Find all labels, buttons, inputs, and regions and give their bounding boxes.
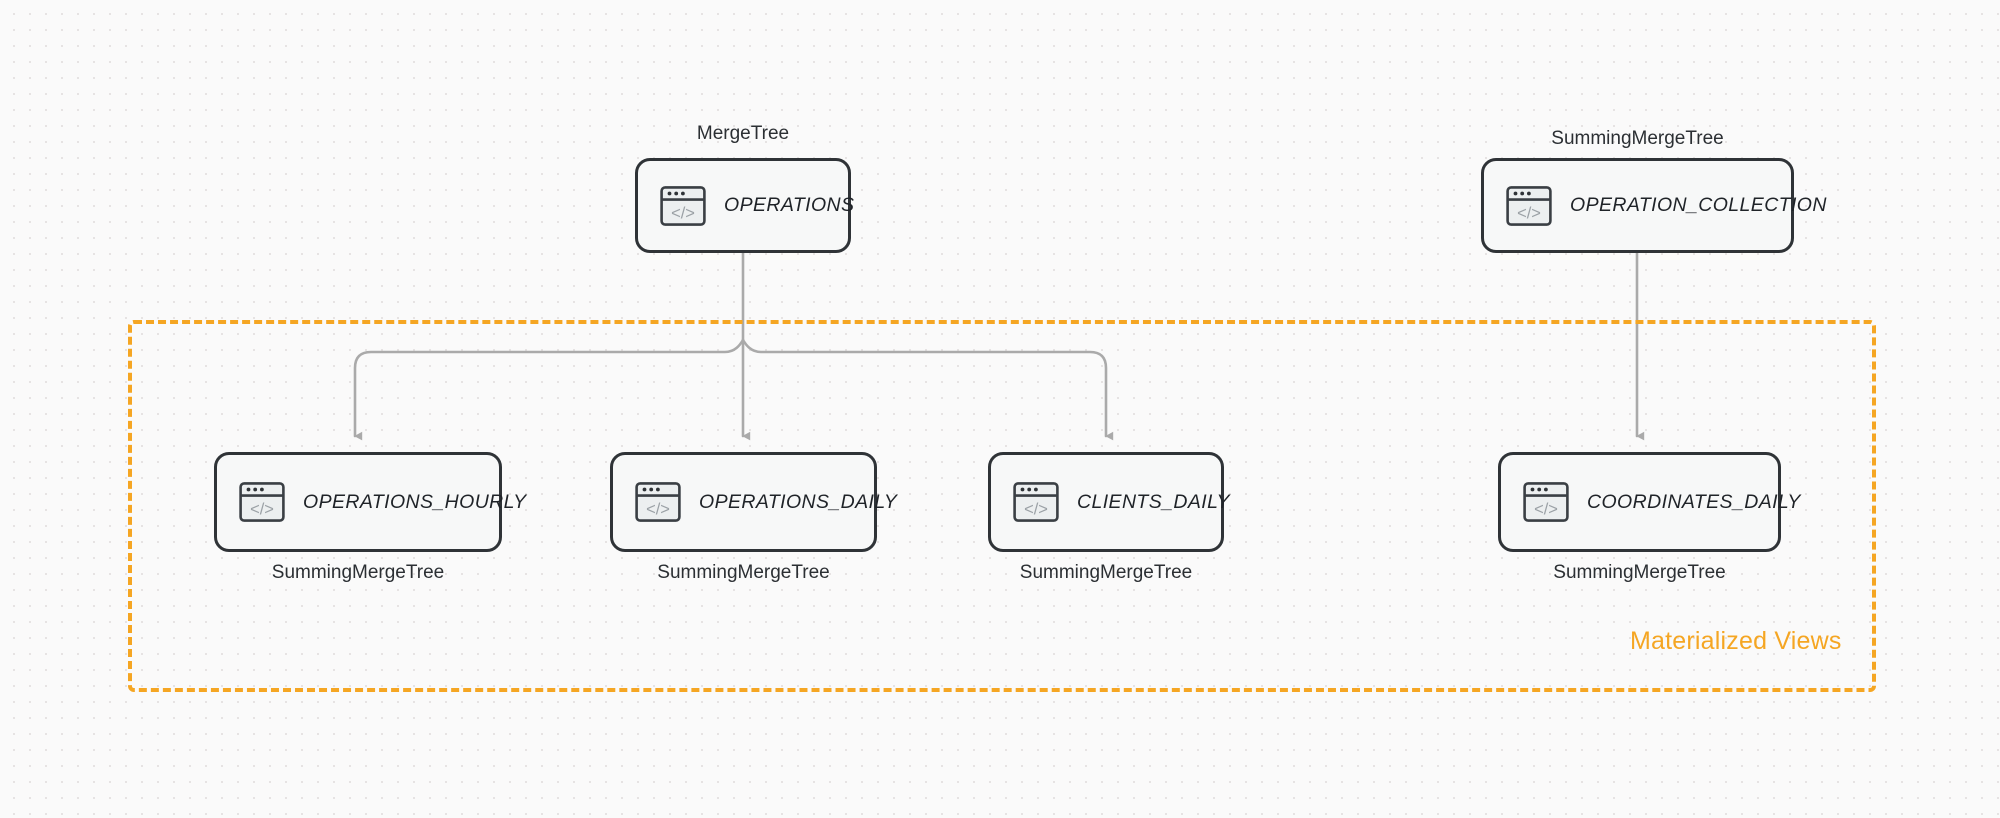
node-operations[interactable]: </> OPERATIONS — [635, 158, 855, 253]
engine-caption-operations: MergeTree — [696, 123, 790, 144]
svg-text:</>: </> — [671, 204, 695, 222]
node-operations-hourly[interactable]: </> OPERATIONS_HOURLY — [214, 452, 526, 552]
svg-text:</>: </> — [1534, 500, 1558, 518]
engine-caption-operations-hourly: SummingMergeTree — [271, 562, 445, 583]
code-window-icon: </> — [660, 185, 706, 226]
node-label-clients-daily: CLIENTS_DAILY — [1077, 490, 1230, 513]
svg-text:</>: </> — [250, 500, 274, 518]
node-coordinates-daily[interactable]: </> COORDINATES_DAILY — [1498, 452, 1800, 552]
engine-caption-coordinates-daily: SummingMergeTree — [1553, 562, 1726, 583]
code-window-icon: </> — [635, 482, 681, 522]
code-window-icon: </> — [1523, 482, 1569, 522]
svg-text:</>: </> — [1517, 204, 1541, 222]
node-operation-collection[interactable]: </> OPERATION_COLLECTION — [1481, 158, 1826, 253]
engine-caption-clients-daily: SummingMergeTree — [1019, 562, 1193, 583]
node-label-operation-collection: OPERATION_COLLECTION — [1570, 194, 1827, 216]
svg-text:</>: </> — [1024, 500, 1048, 518]
node-label-operations-daily: OPERATIONS_DAILY — [699, 490, 898, 513]
node-label-operations: OPERATIONS — [724, 194, 855, 216]
code-window-icon: </> — [1506, 185, 1552, 226]
node-label-coordinates-daily: COORDINATES_DAILY — [1587, 490, 1801, 513]
node-clients-daily[interactable]: </> CLIENTS_DAILY — [988, 452, 1230, 552]
node-label-operations-hourly: OPERATIONS_HOURLY — [303, 490, 527, 513]
materialized-views-group — [128, 320, 1876, 692]
code-window-icon: </> — [1013, 482, 1059, 522]
svg-text:</>: </> — [646, 500, 670, 518]
node-operations-daily[interactable]: </> OPERATIONS_DAILY — [610, 452, 897, 552]
code-window-icon: </> — [239, 482, 285, 522]
materialized-views-group-label: Materialized Views — [1630, 627, 1842, 655]
engine-caption-operation-collection: SummingMergeTree — [1551, 128, 1724, 149]
engine-caption-operations-daily: SummingMergeTree — [657, 562, 830, 583]
